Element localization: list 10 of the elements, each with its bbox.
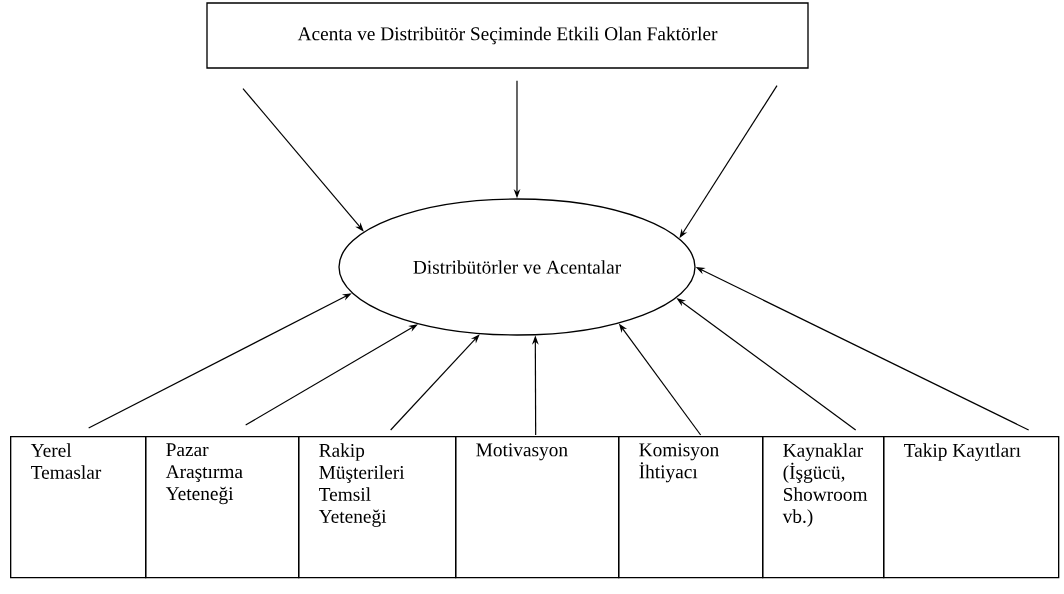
factor-cell: Motivasyon [455, 436, 620, 579]
factor-cell: Kaynaklar (İşgücü, Showroom vb.) [762, 436, 885, 579]
factor-cell: Komisyon İhtiyacı [618, 436, 764, 579]
factor-cell: Rakip Müşterileri Temsil Yeteneği [298, 436, 457, 579]
arrow [390, 334, 480, 431]
factor-cell: Takip Kayıtları [883, 436, 1060, 579]
title-box: Acenta ve Distribütör Seçiminde Etkili Olan Faktörler [206, 2, 809, 69]
factor-cell: Pazar Araştırma Yeteneği [145, 436, 300, 579]
factor-cell: Yerel Temaslar [10, 436, 147, 579]
arrow [245, 324, 418, 426]
